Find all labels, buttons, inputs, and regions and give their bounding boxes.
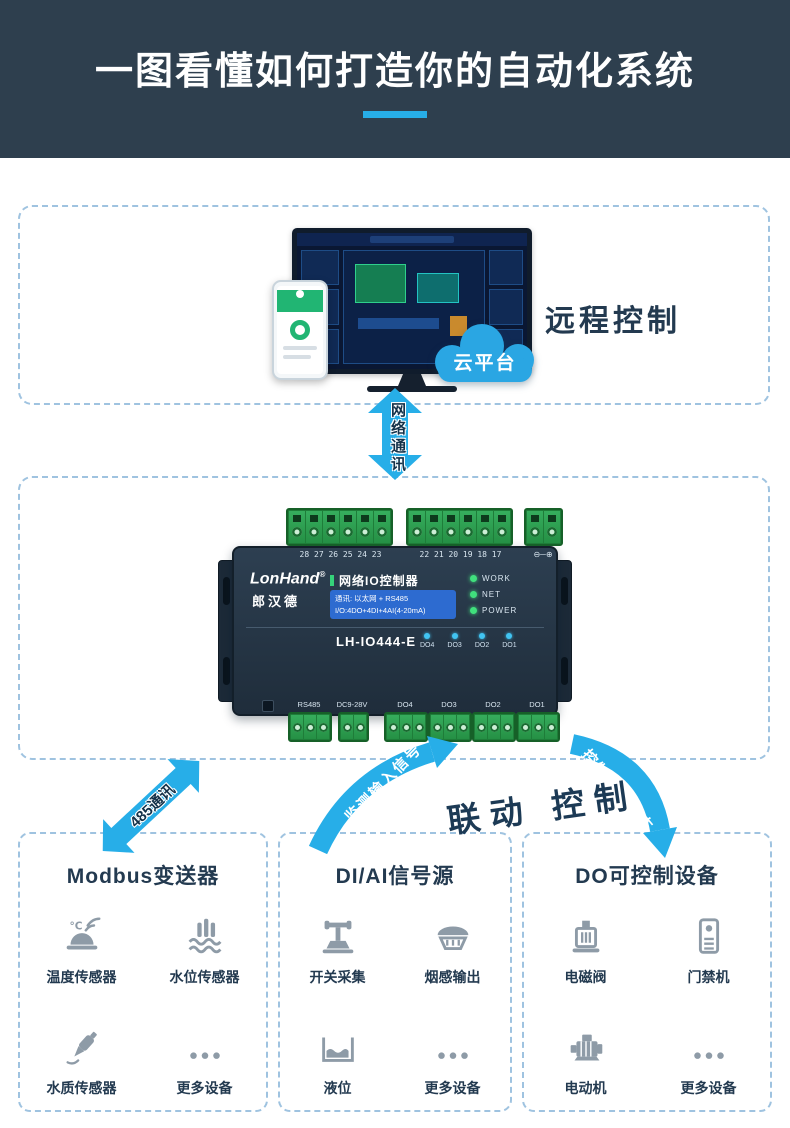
spec-plate: 通讯: 以太网 + RS485 I/O:4DO+4DI+4AI(4-20mA) — [330, 590, 456, 620]
do-panel-title: DO可控制设备 — [575, 865, 719, 888]
product-tick — [330, 575, 334, 586]
cloud-platform: 云平台 — [422, 316, 548, 386]
rs485-port-label: RS485 — [297, 700, 321, 709]
cloud-label: 云平台 — [453, 353, 517, 374]
spec-line-2: I/O:4DO+4DI+4AI(4-20mA) — [335, 605, 426, 615]
io-controller-device — [232, 546, 558, 716]
item-electric-motor: 电动机 — [524, 1021, 647, 1098]
status-leds: WORK NET POWER — [470, 574, 517, 622]
item-smoke-detector: 烟感输出 — [395, 910, 510, 987]
brand-logo: LonHand® — [250, 570, 326, 588]
more-devices-icon — [686, 1021, 732, 1071]
item-more-devices: 更多设备 — [395, 1021, 510, 1098]
phone-app-screen — [277, 286, 323, 374]
item-more-devices: 更多设备 — [647, 1021, 770, 1098]
do2-terminal-block — [472, 712, 516, 742]
do3-port-label: DO3 — [441, 700, 457, 709]
do1-port-label: DO1 — [529, 700, 545, 709]
item-access-control: 门禁机 — [647, 910, 770, 987]
access-control-icon — [686, 910, 732, 960]
temperature-sensor-icon: °C — [59, 910, 105, 960]
phone-app-header — [277, 290, 323, 312]
do2-led — [479, 633, 486, 639]
monitor-stand — [398, 374, 426, 386]
product-name: 网络IO控制器 — [330, 572, 419, 589]
mounting-ear-right — [556, 560, 572, 702]
di-ai-panel-title: DI/AI信号源 — [335, 865, 455, 888]
network-arrow-label: 网络通讯 — [389, 402, 406, 474]
liquid-level-icon — [315, 1021, 361, 1071]
terminal-numbers-left: 28 27 26 25 24 23 — [299, 550, 382, 559]
network-arrow — [368, 388, 422, 485]
switch-collect-icon — [315, 910, 361, 960]
modbus-panel-title: Modbus变送器 — [66, 865, 220, 888]
do-devices-panel: DO可控制设备 电磁阀 — [522, 832, 772, 1112]
rs485-arrow — [87, 744, 215, 868]
water-quality-sensor-icon — [59, 1021, 105, 1071]
control-output-arrow — [569, 734, 677, 858]
do1-led — [506, 633, 513, 639]
modbus-devices-panel: Modbus变送器 °C 温度传感器 — [18, 832, 268, 1112]
monitor-base — [367, 386, 457, 392]
water-level-sensor-icon — [182, 910, 228, 960]
terminal-block-top-right — [406, 508, 513, 546]
electric-motor-icon — [563, 1021, 609, 1071]
title-underline — [363, 111, 427, 118]
faceplate-divider — [246, 627, 544, 628]
svg-text:°C: °C — [69, 920, 82, 932]
item-water-quality-sensor: 水质传感器 — [20, 1021, 143, 1098]
do3-terminal-block — [428, 712, 472, 742]
do-device-grid: 电磁阀 门禁机 — [524, 910, 770, 1098]
power-terminal-block — [338, 712, 369, 742]
smartphone — [272, 280, 328, 380]
do4-port-label: DO4 — [397, 700, 413, 709]
item-water-level-sensor: 水位传感器 — [143, 910, 266, 987]
work-led — [470, 575, 477, 582]
smoke-detector-icon — [430, 910, 476, 960]
modbus-device-grid: °C 温度传感器 水位传感器 — [20, 910, 266, 1098]
page-title: 一图看懂如何打造你的自动化系统 — [94, 51, 695, 93]
brand-name-cn: 郎汉德 — [252, 594, 301, 609]
power-terminal-top — [524, 508, 563, 546]
terminal-numbers-right: 22 21 20 19 18 17 — [419, 550, 502, 559]
do-indicators: DO4 DO3 DO2 DO1 — [420, 633, 517, 649]
remote-control-caption: 远程控制 — [545, 305, 681, 338]
cloud-icon — [435, 324, 534, 382]
model-number: LH-IO444-E — [336, 634, 417, 649]
monitor-input-arrow — [308, 736, 458, 855]
do4-led — [424, 633, 431, 639]
rs485-terminal-block — [288, 712, 332, 742]
solenoid-valve-icon — [563, 910, 609, 960]
item-more-devices: 更多设备 — [143, 1021, 266, 1098]
do4-terminal-block — [384, 712, 428, 742]
reset-button — [262, 700, 274, 712]
phone-gauge-chart — [290, 320, 310, 340]
power-polarity-mark: ⊖─⊕ — [533, 550, 553, 559]
item-switch-collect: 开关采集 — [280, 910, 395, 987]
do2-port-label: DO2 — [485, 700, 501, 709]
item-temperature-sensor: °C 温度传感器 — [20, 910, 143, 987]
power-led — [470, 607, 477, 614]
do3-led — [451, 633, 458, 639]
terminal-block-top-left — [286, 508, 393, 546]
di-ai-sources-panel: DI/AI信号源 开关采集 — [278, 832, 512, 1112]
header-banner: 一图看懂如何打造你的自动化系统 — [0, 0, 790, 158]
do1-terminal-block — [516, 712, 560, 742]
item-liquid-level: 液位 — [280, 1021, 395, 1098]
dashboard-titlebar — [297, 233, 527, 246]
net-led — [470, 591, 477, 598]
item-solenoid-valve: 电磁阀 — [524, 910, 647, 987]
di-ai-source-grid: 开关采集 烟感输出 液 — [280, 910, 510, 1098]
more-devices-icon — [182, 1021, 228, 1071]
more-devices-icon — [430, 1021, 476, 1071]
power-port-label: DC9-28V — [336, 700, 368, 709]
spec-line-1: 通讯: 以太网 + RS485 — [335, 594, 409, 603]
